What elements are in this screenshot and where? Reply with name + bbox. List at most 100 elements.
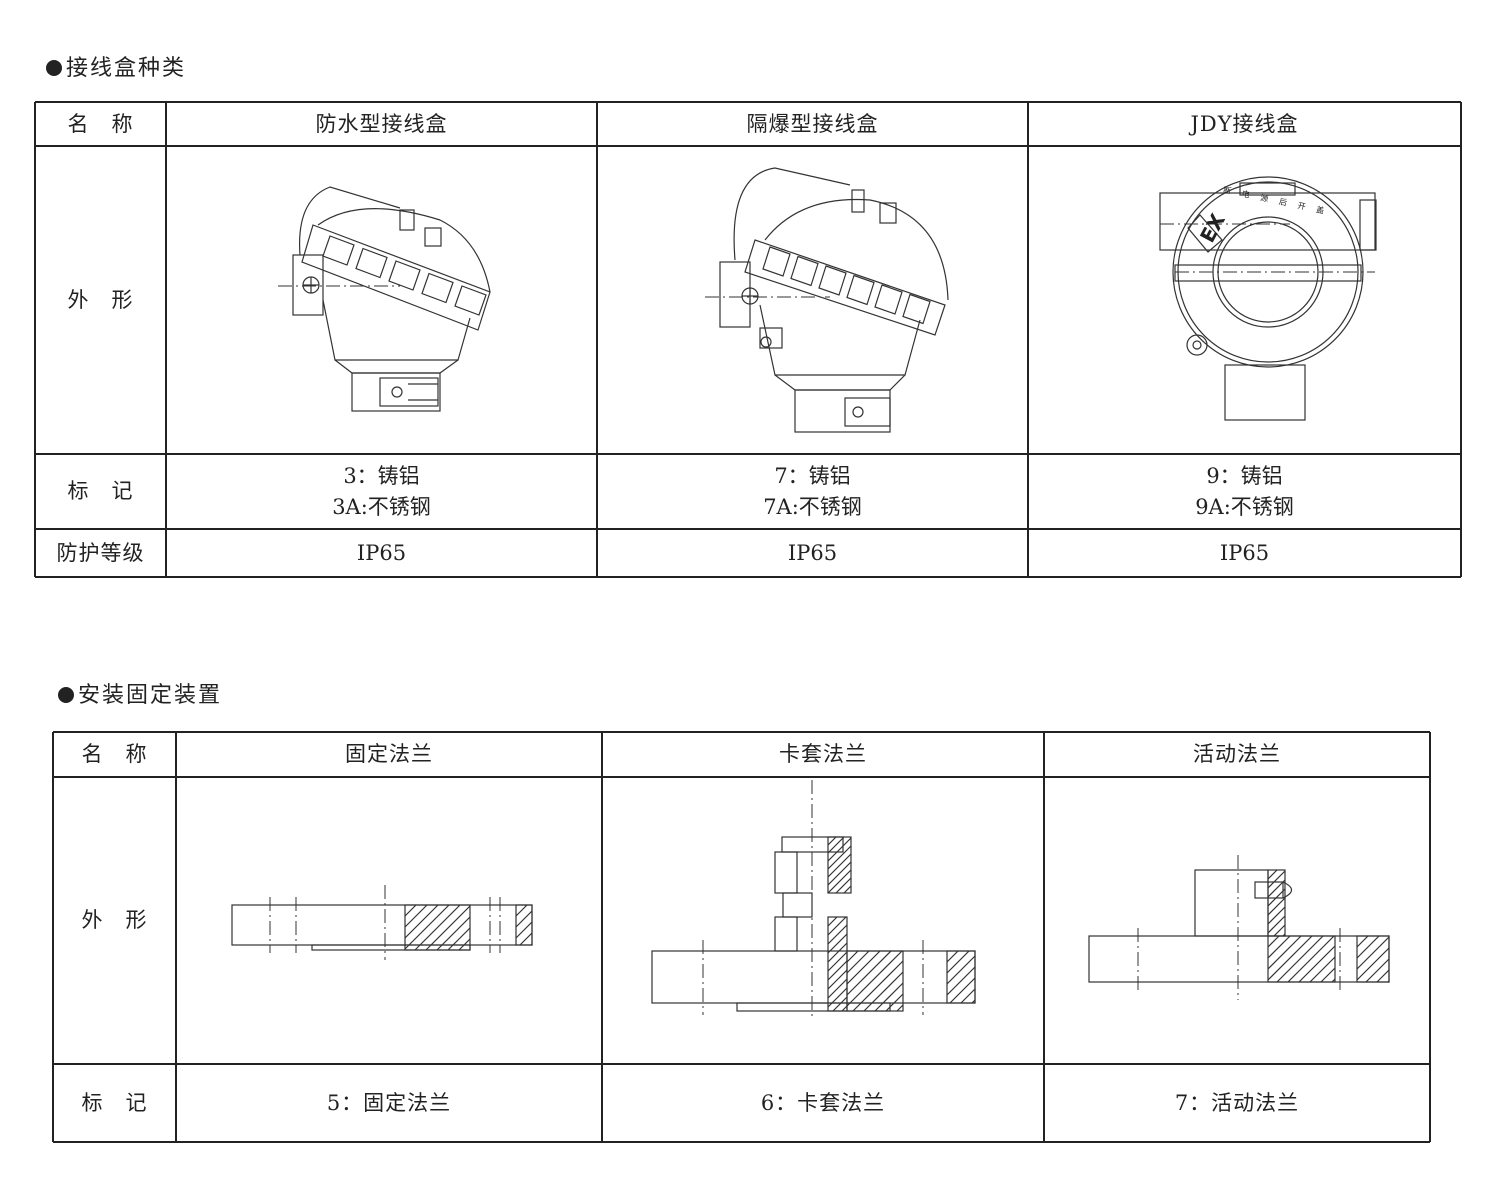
lid-screw [851, 189, 865, 213]
movable-flange-body [1088, 935, 1390, 983]
hatch-line [843, 885, 852, 894]
hatch-line [971, 999, 976, 1004]
jdy-box-side-hub [1159, 192, 1376, 251]
ferrule-flange-body [651, 950, 976, 1004]
set-screw [1254, 881, 1284, 899]
hatch-line [1267, 897, 1286, 916]
set-screw-head [1282, 881, 1293, 899]
hatch-line [1273, 924, 1286, 937]
jdy-cable-entry [1224, 364, 1306, 421]
hatch-line [827, 861, 852, 886]
mark-explosion-proof: 7：铸铝 7A:不锈钢 [597, 454, 1028, 529]
mark-line1: 3：铸铝 [343, 463, 420, 488]
hatch-line [1276, 935, 1324, 983]
mark-line1: 9：铸铝 [1206, 463, 1283, 488]
lid-rib [902, 293, 931, 325]
hatch-line [519, 932, 533, 946]
screw-icon [852, 406, 864, 418]
waterproof-box-body [322, 299, 471, 361]
hatch-line [846, 950, 903, 1007]
hatch-line [1267, 915, 1286, 934]
cable-clamp [379, 377, 439, 407]
waterproof-box-neck [334, 359, 459, 374]
waterproof-box-lid-band [301, 224, 491, 331]
hatch-line [530, 943, 533, 946]
row-label-appearance: 外 形 [81, 908, 148, 932]
hatch-line [458, 938, 471, 951]
jdy-top-lug [1239, 182, 1296, 196]
mark-movable-flange: 7：活动法兰 [1174, 1090, 1300, 1115]
hatch-line [515, 910, 533, 928]
cable-clamp [844, 397, 891, 427]
hatch-line [841, 1005, 848, 1012]
hatch-line [949, 977, 976, 1004]
row-label-mark: 标 记 [67, 479, 134, 503]
ferrule-flange-lip [736, 1002, 891, 1012]
hatch-line [414, 904, 461, 951]
hatched-section [515, 904, 533, 946]
hatch-line [960, 988, 976, 1004]
hatch-line [1267, 879, 1286, 898]
lid-rib [454, 285, 487, 316]
hatch-line [827, 933, 848, 954]
lid-knob [879, 202, 897, 224]
hatch-line [827, 960, 848, 981]
hatch-line [1365, 958, 1390, 983]
bullet-icon [46, 60, 62, 76]
explosion-box-neck [774, 374, 906, 391]
hatch-line [515, 904, 528, 917]
hatch-line [1267, 906, 1286, 925]
movable-flange-tube [1194, 869, 1269, 937]
hatch-line [852, 960, 904, 1012]
hatch-line [827, 924, 848, 945]
ferrule-body-neck [782, 892, 813, 918]
mark-line1: 7：铸铝 [774, 463, 851, 488]
ferrule-lower-hex [774, 916, 798, 952]
explosion-box-body [759, 304, 921, 376]
hatch-line [425, 905, 471, 951]
explosion-box-lid-top [764, 198, 949, 301]
screw-icon [391, 386, 403, 398]
jdy-side-plug [1359, 199, 1377, 251]
col-name-waterproof: 防水型接线盒 [315, 111, 448, 136]
hatch-line [1298, 945, 1336, 983]
lid-rib [846, 274, 875, 306]
hatched-section [1267, 935, 1336, 983]
row-label-name: 名 称 [81, 742, 148, 766]
row-label-mark: 标 记 [81, 1090, 148, 1115]
hatch-line [946, 955, 976, 985]
section-heading-mounting-devices: 安装固定装置 [58, 677, 222, 709]
waterproof-box-bracket [292, 254, 324, 316]
hatch-line [1267, 935, 1313, 981]
hatch-line [885, 993, 904, 1012]
col-name-explosion-proof: 隔爆型接线盒 [746, 111, 879, 136]
hatch-line [1267, 935, 1302, 970]
fixed-flange-body [231, 904, 533, 946]
hatch-line [1267, 869, 1278, 880]
hatch-line [827, 845, 852, 870]
ground-terminal [759, 327, 783, 349]
lid-rib [421, 272, 454, 304]
hatch-line [1267, 935, 1291, 959]
hatch-line [1356, 936, 1390, 970]
hatch-line [827, 978, 848, 999]
lid-rib [322, 235, 355, 266]
mark-line2: 9A:不锈钢 [1195, 494, 1294, 519]
heading-text: 接线盒种类 [66, 56, 187, 81]
section-heading-junction-box-types: 接线盒种类 [46, 50, 186, 82]
screw-icon [760, 336, 772, 348]
mark-fixed-flange: 5：固定法兰 [326, 1090, 452, 1115]
hatch-line [515, 921, 533, 939]
hatch-line [1356, 935, 1369, 948]
mark-line2: 7A:不锈钢 [763, 494, 862, 519]
lid-screw [399, 209, 415, 231]
protection-waterproof: IP65 [356, 540, 407, 565]
hatch-line [1356, 947, 1390, 981]
hatch-line [827, 853, 852, 878]
lid-knob [424, 227, 442, 247]
hatch-line [863, 971, 904, 1012]
hatch-line [436, 916, 471, 951]
row-label-appearance: 外 形 [67, 287, 134, 312]
jdy-cross-band [1174, 264, 1362, 282]
